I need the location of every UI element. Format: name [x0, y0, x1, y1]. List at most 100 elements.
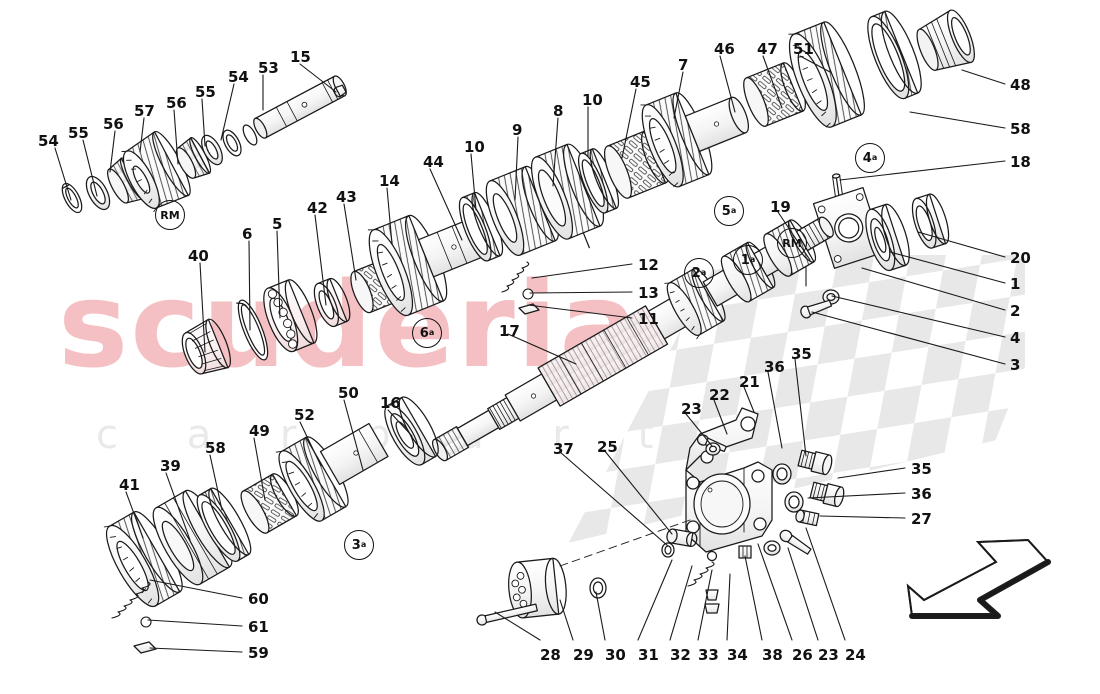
callout-number-58[interactable]: 58 — [205, 439, 226, 457]
callout-number-25[interactable]: 25 — [597, 438, 618, 456]
callout-number-23[interactable]: 23 — [818, 646, 839, 664]
callout-number-11[interactable]: 11 — [638, 310, 659, 328]
leader-line-39 — [165, 472, 191, 541]
callout-number-49[interactable]: 49 — [249, 422, 270, 440]
callout-number-53[interactable]: 53 — [258, 59, 279, 77]
callout-number-35[interactable]: 35 — [791, 345, 812, 363]
leader-line-15 — [299, 63, 337, 93]
callout-number-23[interactable]: 23 — [681, 400, 702, 418]
callout-number-34[interactable]: 34 — [727, 646, 748, 664]
callout-number-56[interactable]: 56 — [166, 94, 187, 112]
callout-number-1[interactable]: 1 — [1010, 275, 1021, 293]
callout-number-52[interactable]: 52 — [294, 406, 315, 424]
callout-number-15[interactable]: 15 — [290, 48, 311, 66]
callout-number-21[interactable]: 21 — [739, 373, 760, 391]
leader-line-29 — [559, 599, 574, 641]
callout-number-27[interactable]: 27 — [911, 510, 932, 528]
callout-number-54[interactable]: 54 — [228, 68, 249, 86]
callout-number-46[interactable]: 46 — [714, 40, 735, 58]
callout-number-31[interactable]: 31 — [638, 646, 659, 664]
leader-line-7 — [673, 71, 684, 119]
leader-line-30 — [595, 591, 606, 641]
callout-number-28[interactable]: 28 — [540, 646, 561, 664]
callout-number-42[interactable]: 42 — [307, 199, 328, 217]
leader-line-18 — [839, 160, 1006, 181]
leader-line-36 — [767, 371, 783, 449]
callout-number-2[interactable]: 2 — [1010, 302, 1021, 320]
callout-number-39[interactable]: 39 — [160, 457, 181, 475]
callout-number-40[interactable]: 40 — [188, 247, 209, 265]
leader-line-58 — [909, 111, 1006, 129]
callout-number-50[interactable]: 50 — [338, 384, 359, 402]
bearing-retainer-assembly — [800, 173, 950, 319]
callout-number-36[interactable]: 36 — [911, 485, 932, 503]
detent-parts — [501, 261, 540, 315]
callout-number-44[interactable]: 44 — [423, 153, 444, 171]
callout-number-57[interactable]: 57 — [134, 102, 155, 120]
leader-line-10 — [470, 153, 477, 211]
leader-line-61 — [147, 619, 243, 627]
callout-number-7[interactable]: 7 — [678, 56, 689, 74]
leader-line-2 — [861, 267, 1006, 311]
callout-number-19[interactable]: 19 — [770, 198, 791, 216]
callout-number-29[interactable]: 29 — [573, 646, 594, 664]
callout-number-17[interactable]: 17 — [499, 322, 520, 340]
callout-number-54[interactable]: 54 — [38, 132, 59, 150]
leader-line-47 — [762, 55, 783, 109]
leader-line-24 — [805, 527, 846, 641]
leader-line-38 — [744, 555, 763, 641]
callout-number-48[interactable]: 48 — [1010, 76, 1031, 94]
callout-number-43[interactable]: 43 — [336, 188, 357, 206]
callout-number-12[interactable]: 12 — [638, 256, 659, 274]
callout-number-55[interactable]: 55 — [68, 124, 89, 142]
callout-number-58[interactable]: 58 — [1010, 120, 1031, 138]
callout-number-24[interactable]: 24 — [845, 646, 866, 664]
callout-number-13[interactable]: 13 — [638, 284, 659, 302]
leader-line-33 — [697, 569, 713, 641]
callout-number-9[interactable]: 9 — [512, 121, 523, 139]
callout-number-51[interactable]: 51 — [793, 40, 814, 58]
leader-line-32 — [669, 565, 693, 641]
callout-number-26[interactable]: 26 — [792, 646, 813, 664]
callout-number-55[interactable]: 55 — [195, 83, 216, 101]
callout-number-56[interactable]: 56 — [103, 115, 124, 133]
leader-line-43 — [343, 203, 357, 281]
callout-number-6[interactable]: 6 — [242, 225, 253, 243]
callout-number-32[interactable]: 32 — [670, 646, 691, 664]
callout-number-41[interactable]: 41 — [119, 476, 140, 494]
callout-number-22[interactable]: 22 — [709, 386, 730, 404]
callout-number-4[interactable]: 4 — [1010, 329, 1021, 347]
leader-line-8 — [552, 117, 559, 187]
callout-number-20[interactable]: 20 — [1010, 249, 1031, 267]
callout-number-18[interactable]: 18 — [1010, 153, 1031, 171]
callout-number-14[interactable]: 14 — [379, 172, 400, 190]
callout-number-33[interactable]: 33 — [698, 646, 719, 664]
callout-number-36[interactable]: 36 — [764, 358, 785, 376]
leader-line-57 — [139, 117, 145, 153]
leader-line-58 — [209, 454, 223, 511]
callout-number-47[interactable]: 47 — [757, 40, 778, 58]
leader-line-3 — [811, 311, 1006, 365]
callout-number-3[interactable]: 3 — [1010, 356, 1021, 374]
callout-number-10[interactable]: 10 — [464, 138, 485, 156]
callout-number-59[interactable]: 59 — [248, 644, 269, 662]
callout-number-60[interactable]: 60 — [248, 590, 269, 608]
leader-line-54 — [220, 83, 235, 141]
callout-number-16[interactable]: 16 — [380, 394, 401, 412]
callout-number-5[interactable]: 5 — [272, 215, 283, 233]
callout-number-45[interactable]: 45 — [630, 73, 651, 91]
direction-arrow-icon — [906, 538, 1051, 619]
callout-number-30[interactable]: 30 — [605, 646, 626, 664]
leader-line-54 — [54, 147, 72, 201]
callout-number-38[interactable]: 38 — [762, 646, 783, 664]
callout-number-35[interactable]: 35 — [911, 460, 932, 478]
callout-number-37[interactable]: 37 — [553, 440, 574, 458]
callout-number-61[interactable]: 61 — [248, 618, 269, 636]
callout-number-10[interactable]: 10 — [582, 91, 603, 109]
leader-line-28 — [494, 611, 541, 641]
callout-number-8[interactable]: 8 — [553, 102, 564, 120]
